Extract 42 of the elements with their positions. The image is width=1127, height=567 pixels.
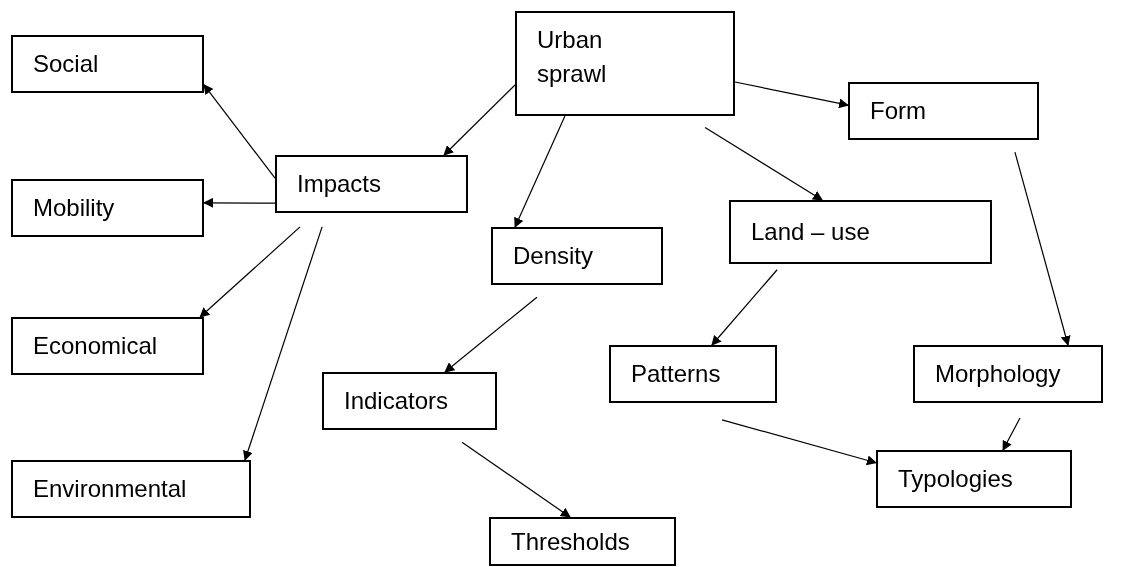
concept-box <box>515 11 735 116</box>
concept-box <box>609 345 777 403</box>
arrow <box>203 197 276 208</box>
concept-label: Mobility <box>33 193 115 223</box>
arrow <box>514 115 566 228</box>
concept-box <box>11 460 251 518</box>
concept-box <box>729 200 992 264</box>
concept-label: Density <box>513 241 594 271</box>
concept-label: Urban sprawl <box>537 25 608 89</box>
concept-box <box>322 372 497 430</box>
arrow <box>461 441 571 518</box>
concept-label: Land – use <box>751 217 870 247</box>
concept-label: Economical <box>33 331 158 361</box>
concept-box <box>11 35 204 93</box>
concept-label: Typologies <box>898 464 1013 494</box>
concept-box <box>913 345 1103 403</box>
arrow <box>443 84 516 156</box>
concept-box <box>876 450 1072 508</box>
concept-box <box>848 82 1039 140</box>
arrow <box>711 269 778 346</box>
arrow <box>199 226 301 318</box>
concept-box <box>11 179 204 237</box>
concept-box <box>491 227 663 285</box>
concept-label: Impacts <box>297 169 382 199</box>
concept-label: Patterns <box>631 359 721 389</box>
concept-box <box>489 517 676 566</box>
arrow <box>1002 417 1021 451</box>
arrow <box>1014 151 1071 346</box>
concept-label: Indicators <box>344 386 449 416</box>
concept-label: Social <box>33 49 99 79</box>
arrow <box>721 419 877 466</box>
concept-box <box>11 317 204 375</box>
concept-label: Form <box>870 96 926 126</box>
arrow <box>243 226 323 461</box>
concept-label: Thresholds <box>511 526 630 557</box>
arrow <box>444 296 538 373</box>
concept-label: Morphology <box>935 359 1061 389</box>
arrow <box>734 81 849 109</box>
arrow <box>704 126 823 201</box>
concept-label: Environmental <box>33 474 187 504</box>
concept-box <box>275 155 468 213</box>
arrow <box>203 84 276 179</box>
